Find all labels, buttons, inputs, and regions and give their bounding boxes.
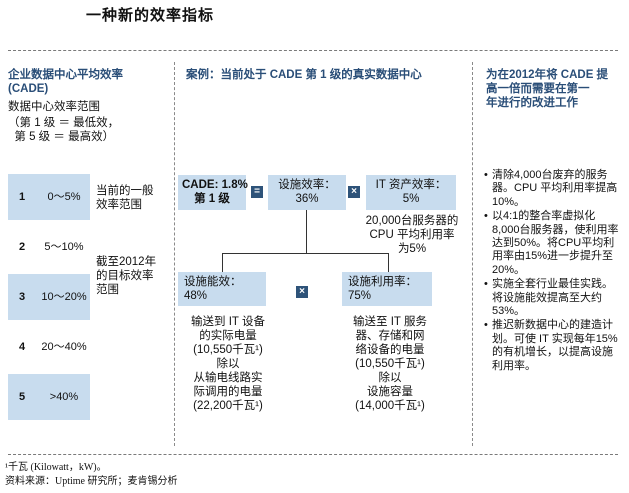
server-utilization-note: 20,000台服务器的 CPU 平均利用率 为5%	[365, 215, 459, 255]
left-heading: 企业数据中心平均效率 (CADE)	[8, 69, 123, 95]
range-title: 数据中心效率范围	[8, 101, 100, 113]
level-range: 20～40%	[41, 341, 87, 353]
level-row-5: 5 >40%	[8, 374, 90, 420]
column-divider-left	[174, 62, 175, 446]
bottom-divider	[8, 454, 618, 455]
note-target-range: 截至2012年 的目标效率 范围	[96, 256, 157, 296]
utilization-calculation-note: 输送至 IT 服务 器、存储和网 络设备的电量 (10,550千瓦¹) 除以 设…	[353, 316, 427, 412]
level-row-3: 3 10～20%	[8, 274, 90, 320]
connector-vertical	[306, 210, 307, 253]
level-row-4: 4 20～40%	[8, 324, 90, 370]
list-item: 清除4,000台废弃的服务器。CPU 平均利用率提高10%。	[484, 169, 619, 209]
facility-efficiency-box: 设施效率： 36%	[268, 175, 346, 210]
times-operator: ×	[296, 286, 308, 298]
connector-horizontal	[222, 253, 389, 254]
list-item: 实施全套行业最佳实践。将设施能效提高至大约53%。	[484, 278, 619, 318]
equals-operator: =	[251, 186, 263, 198]
level-range: 5～10%	[44, 241, 84, 253]
level-number: 3	[19, 291, 26, 303]
improvement-list: 清除4,000台废弃的服务器。CPU 平均利用率提高10%。 以4:1的整合率虚…	[484, 169, 619, 374]
level-range: 0～5%	[47, 191, 81, 203]
cade-box: CADE: 1.8% 第 1 级	[178, 175, 248, 210]
page-title: 一种新的效率指标	[86, 7, 215, 24]
connector-left-drop	[222, 253, 223, 272]
energy-calculation-note: 输送到 IT 设备 的实际电量 (10,550千瓦¹) 除以 从输电线路实 际调…	[191, 316, 265, 412]
connector-right-drop	[388, 253, 389, 272]
level-number: 5	[19, 391, 26, 403]
right-heading: 为在2012年将 CADE 提 高一倍而需要在第一 年进行的改进工作	[486, 69, 609, 109]
level-range: >40%	[49, 391, 79, 403]
level-number: 4	[19, 341, 26, 353]
footnote: ¹千瓦 (Kilowatt，kW)。	[5, 462, 107, 473]
middle-heading: 案例：当前处于 CADE 第 1 级的真实数据中心	[186, 69, 422, 81]
level-row-2: 2 5～10%	[8, 224, 90, 270]
column-divider-right	[472, 62, 473, 446]
note-current-range: 当前的一般 效率范围	[96, 185, 154, 211]
level-range: 10～20%	[41, 291, 87, 303]
level-row-1: 1 0～5%	[8, 174, 90, 220]
top-divider	[8, 50, 618, 51]
it-asset-efficiency-box: IT 资产效率： 5%	[366, 175, 456, 210]
range-subtitle: （第 1 级 ＝ 最低效， 第 5 级 ＝ 最高效）	[8, 117, 120, 143]
level-number: 2	[19, 241, 26, 253]
list-item: 推迟新数据中心的建造计划。可使 IT 实现每年15%的有机增长，以提高设施利用率…	[484, 319, 619, 373]
facility-utilization-box: 设施利用率： 75%	[342, 272, 432, 306]
times-operator: ×	[348, 186, 360, 198]
level-number: 1	[19, 191, 26, 203]
source-note: 资料来源：Uptime 研究所；麦肯锡分析	[5, 476, 178, 487]
facility-energy-box: 设施能效： 48%	[178, 272, 266, 306]
list-item: 以4:1的整合率虚拟化8,000台服务器，使利用率达到50%。将CPU平均利用率…	[484, 210, 619, 277]
